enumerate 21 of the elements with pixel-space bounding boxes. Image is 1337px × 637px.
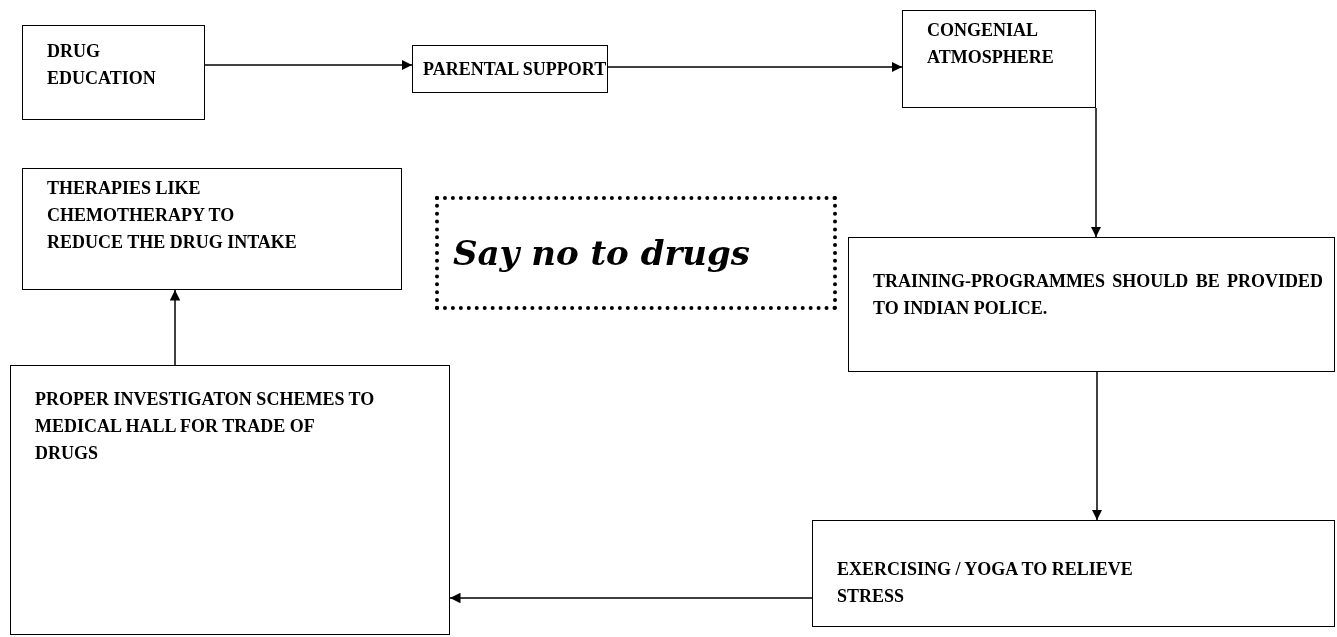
box-label: CONGENIAL ATMOSPHERE [927,19,1055,69]
box-label: PROPER INVESTIGATON SCHEMES TO MEDICAL HALL FOR TRADE OF DRUGS [35,388,375,465]
arrow [607,61,903,73]
arrow [449,592,813,604]
arrow [169,289,181,366]
arrow [1090,107,1102,238]
slogan-box [435,196,837,310]
process-box [22,168,402,290]
box-label: THERAPIES LIKE CHEMOTHERAPY TO REDUCE THE DRUG INTAKE [47,177,297,254]
box-label: TRAINING-PROGRAMMES SHOULD BE PROVIDED TO INDIAN POLICE. [873,270,1323,320]
process-box [22,25,205,120]
process-box [10,365,450,635]
box-label: EXERCISING / YOGA TO RELIEVE STRESS [837,558,1134,608]
process-box [848,237,1335,372]
arrow [204,59,413,71]
process-box [902,10,1096,108]
arrow [1091,371,1103,521]
box-label: DRUG EDUCATION [47,40,157,90]
process-box [812,520,1335,627]
process-box [412,45,608,93]
slogan-text: Say no to drugs [453,233,751,273]
